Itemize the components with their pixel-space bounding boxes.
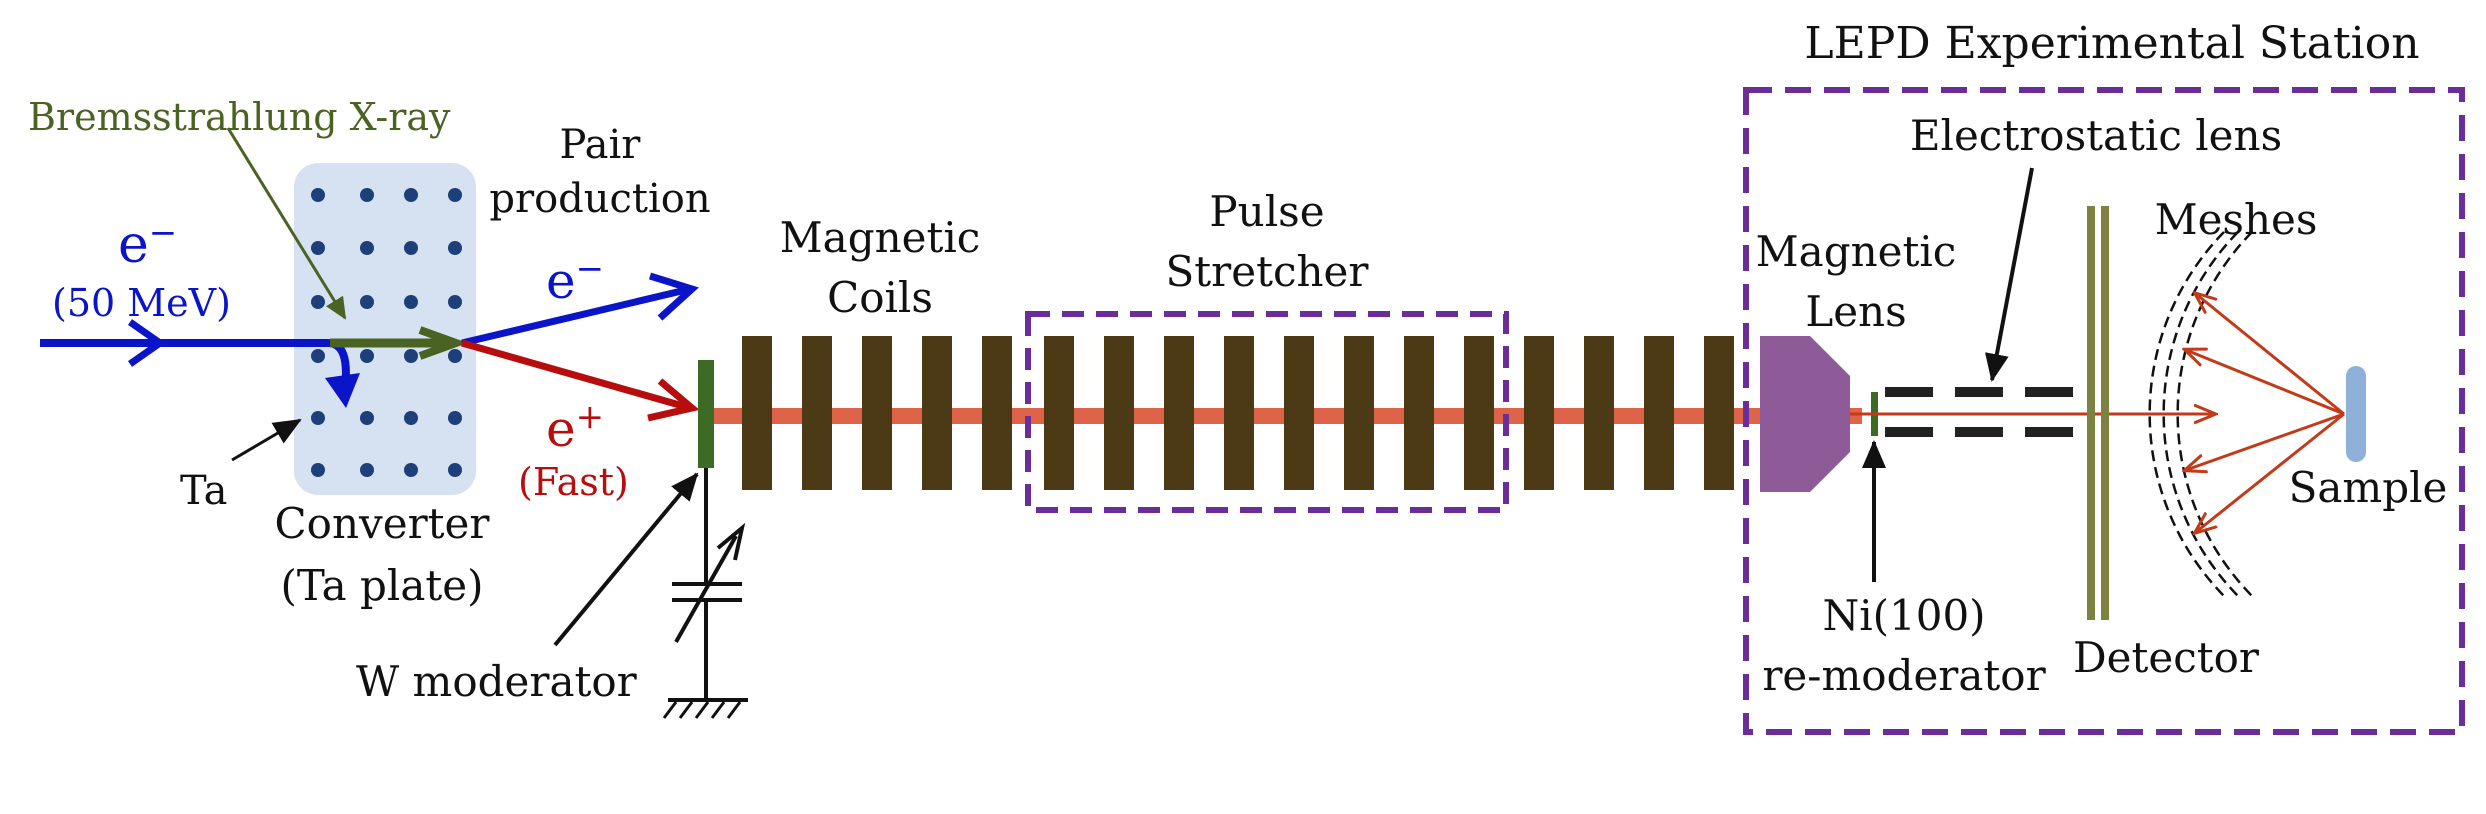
converter-dot: [360, 463, 374, 477]
magnetic-coils-line1: Magnetic: [780, 213, 981, 262]
pulse-stretcher-line2: Stretcher: [1166, 247, 1370, 296]
magnetic-coil: [862, 336, 892, 490]
magnetic-coil: [1524, 336, 1554, 490]
detector-plate-back: [2101, 206, 2109, 620]
positron-fast-label: (Fast): [518, 460, 629, 504]
diffracted-ray: [2196, 294, 2345, 416]
diffracted-rays: [2186, 294, 2345, 532]
pulse-stretcher-line1: Pulse: [1209, 187, 1324, 236]
ta-label: Ta: [180, 468, 227, 514]
positron-arrowhead: [647, 378, 700, 422]
remoderator-line2: re-moderator: [1762, 651, 2046, 700]
electron-outgoing-beam: [461, 285, 691, 347]
magnetic-coil: [922, 336, 952, 490]
meshes-label: Meshes: [2155, 195, 2318, 244]
ta-pointer: [231, 418, 302, 462]
magnetic-coil: [1284, 336, 1314, 490]
variable-capacitor-icon: [672, 468, 746, 700]
magnetic-coils: [742, 336, 1734, 490]
converter-dot: [360, 295, 374, 309]
converter-dot: [404, 295, 418, 309]
converter-dot: [360, 411, 374, 425]
lepd-station-box: [1743, 87, 2465, 735]
magnetic-coil: [1464, 336, 1494, 490]
w-moderator: [698, 360, 714, 468]
diffracted-ray: [2186, 412, 2345, 470]
magnetic-coil: [802, 336, 832, 490]
converter-dot: [448, 188, 462, 202]
converter-dot: [404, 241, 418, 255]
diffracted-ray: [2186, 350, 2345, 416]
converter-dot: [448, 463, 462, 477]
magnetic-coil: [1104, 336, 1134, 490]
converter-dot: [404, 411, 418, 425]
magnetic-coil: [1404, 336, 1434, 490]
converter-dot: [360, 241, 374, 255]
converter-line1: Converter: [275, 499, 491, 548]
converter-dot-grid: [311, 188, 462, 477]
lepd-station-title: LEPD Experimental Station: [1804, 18, 2419, 69]
detector-plate-front: [2087, 206, 2095, 620]
electron-outgoing-arrowhead: [648, 272, 699, 321]
w-moderator-pointer: [553, 472, 699, 647]
converter-plate: [294, 163, 476, 495]
converter-dot: [448, 295, 462, 309]
pair-production-line2: production: [489, 176, 710, 222]
converter-dot: [404, 188, 418, 202]
converter-dot: [311, 295, 325, 309]
converter-dot: [311, 411, 325, 425]
magnetic-coil: [982, 336, 1012, 490]
converter-dot: [404, 349, 418, 363]
bremsstrahlung-pointer: [226, 127, 347, 320]
converter-dot: [360, 349, 374, 363]
magnetic-coil: [742, 336, 772, 490]
converter-line2: (Ta plate): [280, 561, 483, 610]
converter-dot: [360, 188, 374, 202]
converter-dot: [448, 241, 462, 255]
converter-dot: [311, 463, 325, 477]
bremsstrahlung-label: Bremsstrahlung X-ray: [28, 95, 451, 139]
pair-production-line1: Pair: [560, 122, 642, 168]
positron-beam: [461, 339, 691, 412]
converter-dot: [311, 188, 325, 202]
magnetic-coil: [1584, 336, 1614, 490]
sample-label: Sample: [2289, 463, 2448, 512]
converter-dot: [448, 411, 462, 425]
magnetic-lens: [1760, 336, 1850, 492]
magnetic-lens-line2: Lens: [1805, 287, 1906, 336]
magnetic-coils-line2: Coils: [827, 273, 933, 322]
converter-dot: [404, 463, 418, 477]
converter-dot: [311, 349, 325, 363]
sample: [2346, 366, 2366, 462]
positron-label: e+: [546, 397, 604, 458]
electrostatic-lens-label: Electrostatic lens: [1910, 111, 2282, 160]
magnetic-coil: [1044, 336, 1074, 490]
magnetic-coil: [1344, 336, 1374, 490]
diffracted-ray: [2196, 412, 2345, 532]
ground-icon: [662, 698, 748, 719]
electrostatic-lens: [1885, 387, 2080, 437]
meshes: [2148, 231, 2253, 597]
electrostatic-lens-pointer: [1985, 167, 2034, 382]
electron-bend-arrowhead: [325, 373, 360, 408]
magnetic-coil: [1164, 336, 1194, 490]
electron-in-label: e−: [118, 213, 177, 275]
magnetic-coil: [1644, 336, 1674, 490]
converter-dot: [311, 241, 325, 255]
electron-incoming-chevron: [127, 319, 167, 367]
w-moderator-label: W moderator: [356, 657, 638, 706]
electron-energy-label: (50 MeV): [52, 281, 231, 325]
pulse-stretcher-box: [1025, 311, 1509, 513]
electron-out-label: e−: [546, 249, 604, 310]
detector-label: Detector: [2073, 633, 2260, 682]
magnetic-coil: [1704, 336, 1734, 490]
xray-arrowhead: [418, 326, 468, 360]
magnetic-lens-line1: Magnetic: [1756, 227, 1957, 276]
remoderator-line1: Ni(100): [1822, 591, 1985, 640]
converter-dot: [448, 349, 462, 363]
magnetic-coil: [1224, 336, 1254, 490]
